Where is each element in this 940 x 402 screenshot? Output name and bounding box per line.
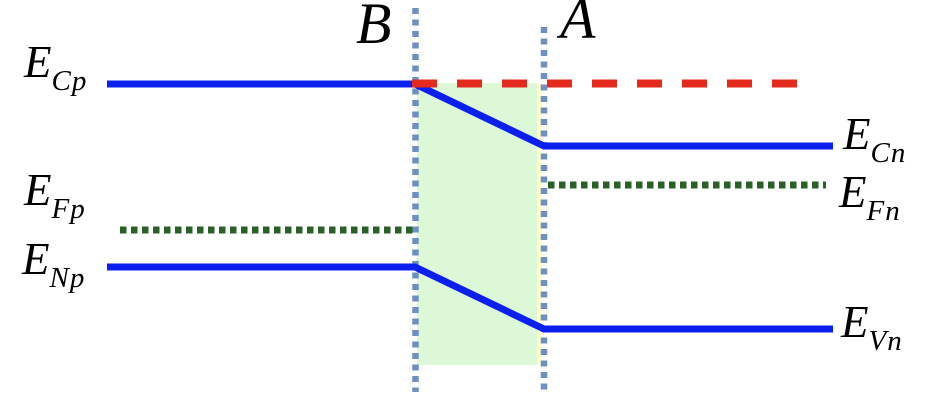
conduction-band-line	[107, 80, 833, 150]
label-ecp-sub: Cp	[51, 65, 88, 97]
label-enp-main: E	[22, 234, 50, 284]
label-boundary-b: B	[356, 0, 392, 56]
label-boundary-a: A	[560, 0, 596, 51]
label-evn: EVn	[841, 300, 903, 364]
valence-band-line	[107, 263, 833, 333]
label-efn-sub: Fn	[866, 195, 901, 227]
label-evn-main: E	[841, 297, 869, 347]
depletion-region-fill	[417, 83, 537, 365]
label-ecn-sub: Cn	[870, 137, 907, 169]
label-efn-main: E	[839, 167, 867, 217]
label-evn-sub: Vn	[868, 325, 903, 357]
label-ecp-main: E	[24, 37, 52, 87]
label-efp-main: E	[24, 165, 52, 215]
label-enp-sub: Np	[49, 262, 86, 294]
label-ecn-main: E	[843, 109, 871, 159]
label-ecp: ECp	[24, 40, 87, 104]
label-ecn: ECn	[843, 112, 906, 176]
label-enp: ENp	[22, 237, 85, 301]
label-efp-sub: Fp	[51, 193, 86, 225]
label-efp: EFp	[24, 168, 86, 232]
label-efn: EFn	[839, 170, 901, 234]
